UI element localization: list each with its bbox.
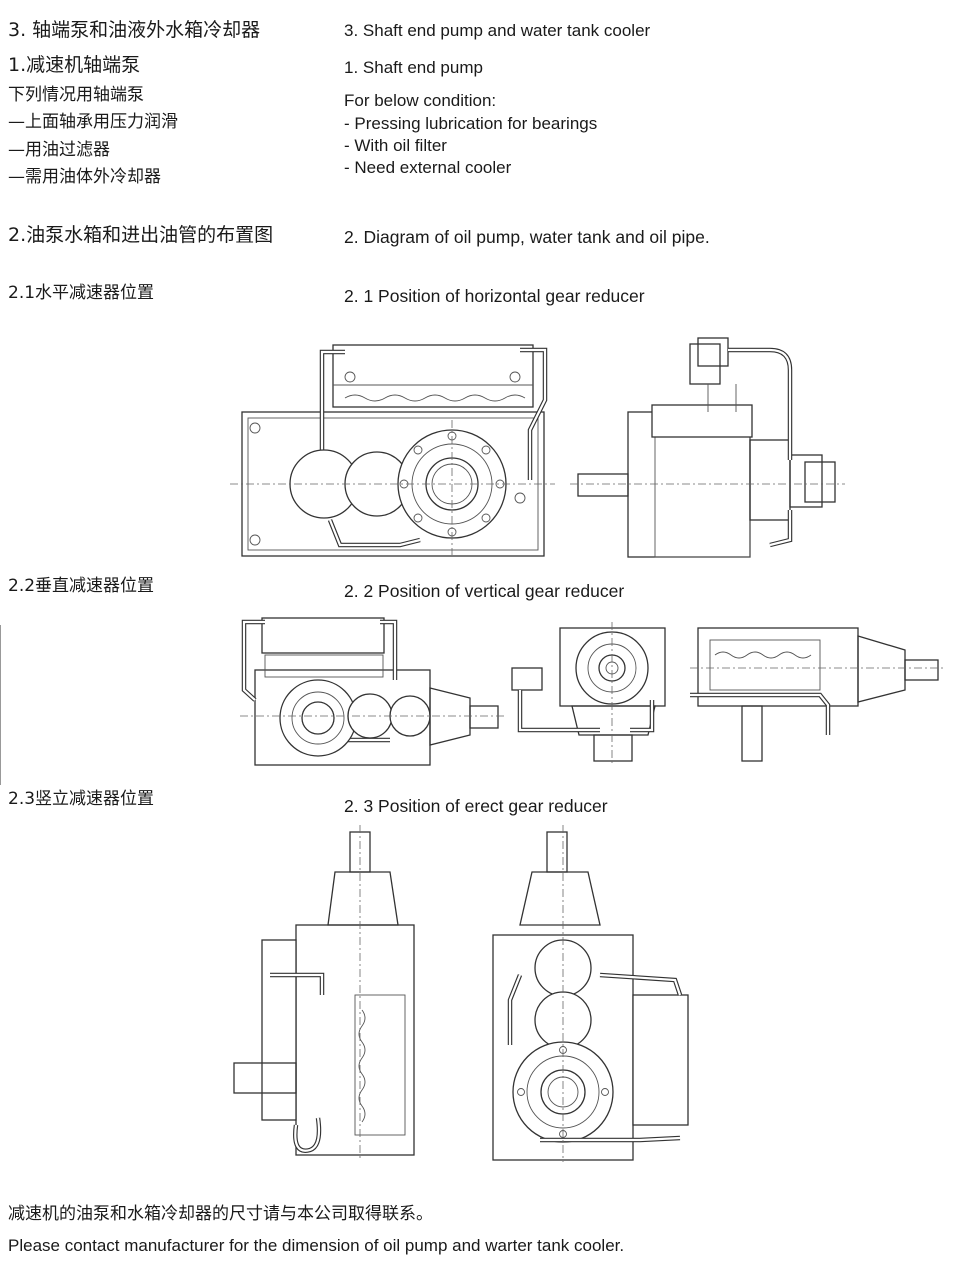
condition-1-en: - Pressing lubrication for bearings [344,114,598,133]
subsection-title-en: 1. Shaft end pump [344,58,483,77]
section-title-zh: 3. 轴端泵和油液外水箱冷却器 [8,19,261,41]
position-vertical-zh: 2.2垂直减速器位置 [8,576,155,596]
position-horizontal-en: 2. 1 Position of horizontal gear reducer [344,286,645,306]
diagram-title-en: 2. Diagram of oil pump, water tank and o… [344,227,710,247]
condition-2-zh: —用油过滤器 [8,140,110,160]
condition-2-en: - With oil filter [344,136,447,155]
condition-intro-en: For below condition: [344,91,497,110]
erect-reducer-front-view [492,825,689,1162]
horizontal-reducer-end-view [570,337,845,558]
condition-1-zh: —上面轴承用压力润滑 [8,112,178,132]
vertical-reducer-side-view [240,617,505,766]
footer-note-zh: 减速机的油泵和水箱冷却器的尺寸请与本公司取得联系。 [8,1204,433,1224]
footer-note-en: Please contact manufacturer for the dime… [8,1236,625,1255]
section-title-en: 3. Shaft end pump and water tank cooler [344,21,651,40]
subsection-title-zh: 1.减速机轴端泵 [8,54,141,76]
position-erect-en: 2. 3 Position of erect gear reducer [344,796,608,816]
erect-reducer-side-view [233,825,415,1160]
condition-intro-zh: 下列情况用轴端泵 [8,85,144,105]
horizontal-reducer-side-view [230,344,555,557]
vertical-reducer-front-view [511,622,666,765]
vertical-reducer-end-view [690,627,945,762]
condition-3-zh: —需用油体外冷却器 [8,167,161,187]
margin-rule [0,625,1,785]
diagram-title-zh: 2.油泵水箱和进出油管的布置图 [8,224,274,246]
condition-3-en: - Need external cooler [344,158,512,177]
position-horizontal-zh: 2.1水平减速器位置 [8,283,155,303]
position-erect-zh: 2.3竖立减速器位置 [8,789,155,809]
position-vertical-en: 2. 2 Position of vertical gear reducer [344,581,625,601]
